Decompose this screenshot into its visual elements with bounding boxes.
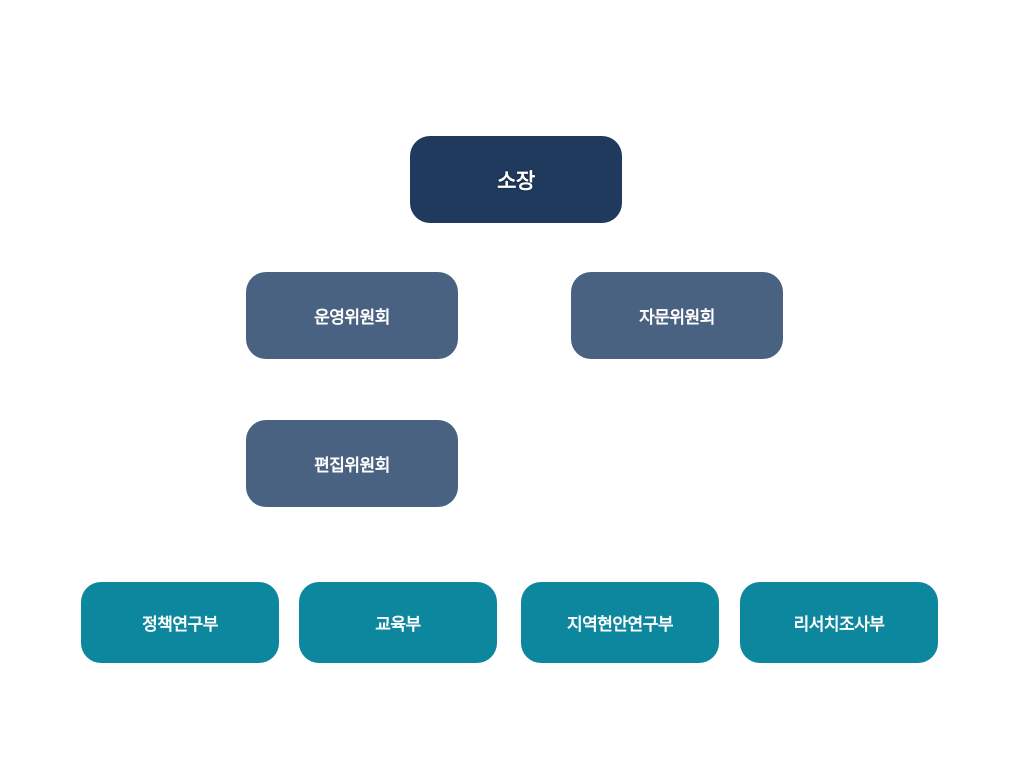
department-label: 리서치조사부 [793, 615, 885, 635]
director-label: 소장 [497, 168, 535, 193]
department-node-policy-research: 정책연구부 [81, 582, 279, 663]
department-node-education: 교육부 [299, 582, 497, 663]
committee-label: 자문위원회 [639, 308, 715, 328]
committee-node-editorial: 편집위원회 [246, 420, 458, 507]
committee-label: 편집위원회 [314, 456, 390, 476]
department-node-regional-issues: 지역현안연구부 [521, 582, 719, 663]
department-label: 지역현안연구부 [567, 615, 673, 635]
department-node-research-survey: 리서치조사부 [740, 582, 938, 663]
department-label: 교육부 [375, 615, 421, 635]
committee-node-advisory: 자문위원회 [571, 272, 783, 359]
committee-node-operations: 운영위원회 [246, 272, 458, 359]
director-node: 소장 [410, 136, 622, 223]
department-label: 정책연구부 [142, 615, 218, 635]
committee-label: 운영위원회 [314, 308, 390, 328]
